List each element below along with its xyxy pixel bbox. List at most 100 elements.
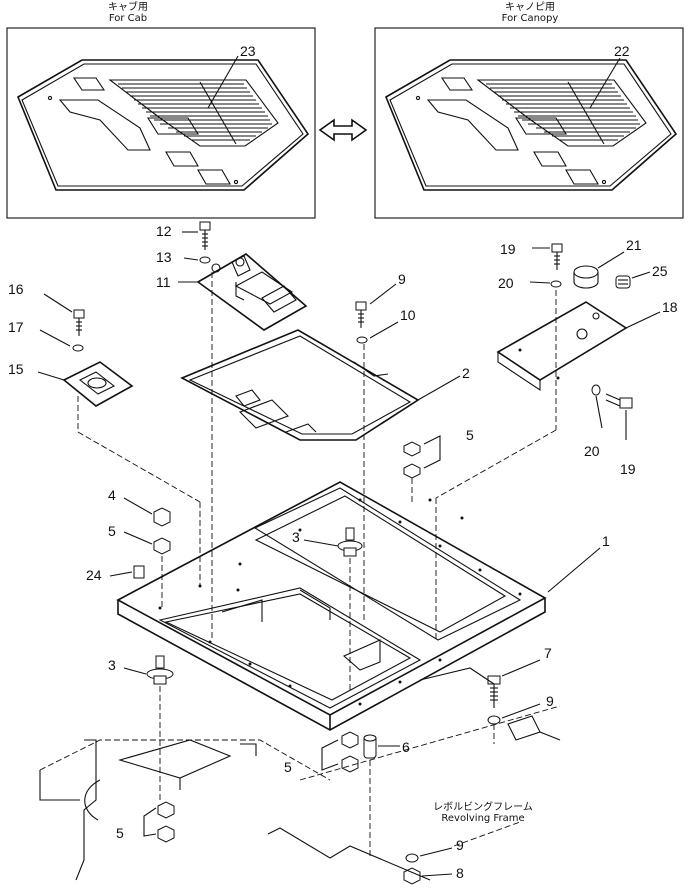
callout-16: 16: [8, 281, 24, 297]
floor-frame-1: [116, 481, 547, 731]
frame-caption-en: Revolving Frame: [441, 813, 525, 824]
leader-5-middle: [321, 739, 339, 771]
callout-23: 23: [240, 43, 256, 59]
leader-22: [589, 57, 621, 109]
leader-9-lower: [419, 847, 453, 857]
cap-nut-4: [153, 507, 171, 527]
rubber-mount-3-lower: [146, 655, 174, 685]
leader-7: [501, 659, 541, 677]
callout-15: 15: [8, 361, 24, 377]
callout-3-lower: 3: [108, 657, 116, 673]
washer-17: [72, 344, 84, 352]
callout-18: 18: [662, 299, 678, 315]
leader-17: [39, 329, 71, 347]
leader-1: [547, 547, 601, 593]
callout-20-side: 20: [584, 443, 600, 459]
revolving-frame: [39, 667, 561, 881]
leader-16: [43, 293, 73, 313]
canopy-floor-mat-22: [384, 59, 678, 191]
canopy-caption: キャノピ用 For Canopy: [470, 2, 590, 24]
leader-24: [109, 571, 133, 577]
cab-caption-en: For Cab: [108, 13, 148, 24]
canopy-caption-en: For Canopy: [501, 13, 559, 24]
leader-4: [123, 497, 153, 515]
leader-10: [369, 283, 397, 305]
leader-11: [369, 321, 399, 339]
leader-5-lower: [143, 807, 157, 837]
bracket-plate-12: [196, 253, 308, 331]
leader-9-upper: [501, 703, 541, 719]
callout-21: 21: [626, 237, 642, 253]
leader-8: [421, 873, 453, 877]
callout-6: 6: [402, 739, 410, 755]
callout-17: 17: [8, 319, 24, 335]
callout-7: 7: [544, 645, 552, 661]
nut-5-left: [153, 537, 171, 555]
leader-3-lower: [123, 667, 147, 675]
callout-5-left: 5: [108, 523, 116, 539]
leader-20a: [529, 281, 551, 284]
callout-19-top: 19: [500, 241, 516, 257]
callout-9-lower: 9: [456, 837, 464, 853]
callout-1: 1: [602, 533, 610, 549]
plug-25: [615, 275, 631, 289]
callout-5-upper: 5: [466, 427, 474, 443]
leader-5-upper: [423, 435, 441, 469]
callout-24: 24: [86, 567, 102, 583]
washer-11: [356, 336, 368, 344]
leader-20b: [595, 395, 603, 429]
callout-19-side: 19: [620, 461, 636, 477]
leader-14: [183, 257, 199, 261]
callout-14: 13: [156, 249, 172, 265]
bolt-13: [199, 221, 211, 250]
bolt-19-side: [605, 393, 633, 409]
rubber-mount-3-upper: [337, 527, 363, 557]
bracket-18: [496, 301, 628, 392]
canopy-caption-jp: キャノピ用: [505, 2, 555, 13]
leader-3-upper: [303, 539, 339, 547]
leader-5-left: [123, 531, 153, 545]
callout-22: 22: [614, 43, 630, 59]
callout-8: 8: [456, 865, 464, 881]
collar-6: [363, 734, 377, 759]
washer-14: [199, 256, 211, 264]
frame-caption: レボルビングフレーム Revolving Frame: [418, 802, 548, 824]
bolt-19-top: [551, 243, 563, 270]
callout-5-middle: 5: [284, 759, 292, 775]
callout-2: 2: [462, 365, 470, 381]
callout-9-upper: 9: [546, 693, 554, 709]
nut-5-lower: [157, 801, 175, 843]
nut-5-middle: [341, 731, 359, 773]
nut-5-upper: [403, 441, 421, 479]
dash-18-b: [435, 429, 557, 499]
callout-10: 9: [398, 271, 406, 287]
cab-floor-mat-23: [16, 59, 310, 191]
alternative-arrow-icon: [318, 118, 368, 142]
bolt-10: [355, 301, 367, 328]
callout-13: 12: [156, 223, 172, 239]
washer-9-lower: [405, 853, 419, 863]
frame-caption-jp: レボルビングフレーム: [433, 802, 533, 813]
nut-8: [403, 867, 421, 885]
callout-25: 25: [652, 263, 668, 279]
washer-20-top: [550, 280, 562, 288]
cap-21: [573, 265, 599, 289]
callout-11: 10: [400, 307, 416, 323]
callout-12: 11: [156, 274, 171, 290]
washer-20-side: [591, 384, 601, 396]
leader-23: [207, 55, 239, 109]
plate-15: [62, 361, 134, 407]
leader-15: [37, 371, 65, 381]
callout-5-lower: 5: [116, 825, 124, 841]
canopy-variant-frame: [374, 27, 684, 219]
dash-15-b: [77, 431, 201, 503]
callout-20-top: 20: [498, 275, 514, 291]
washer-9-upper: [487, 715, 501, 725]
callout-4: 4: [108, 487, 116, 503]
leader-25: [631, 271, 651, 279]
bolt-16: [73, 309, 85, 336]
cab-caption: キャブ用 For Cab: [68, 2, 188, 24]
leader-2: [417, 375, 461, 401]
